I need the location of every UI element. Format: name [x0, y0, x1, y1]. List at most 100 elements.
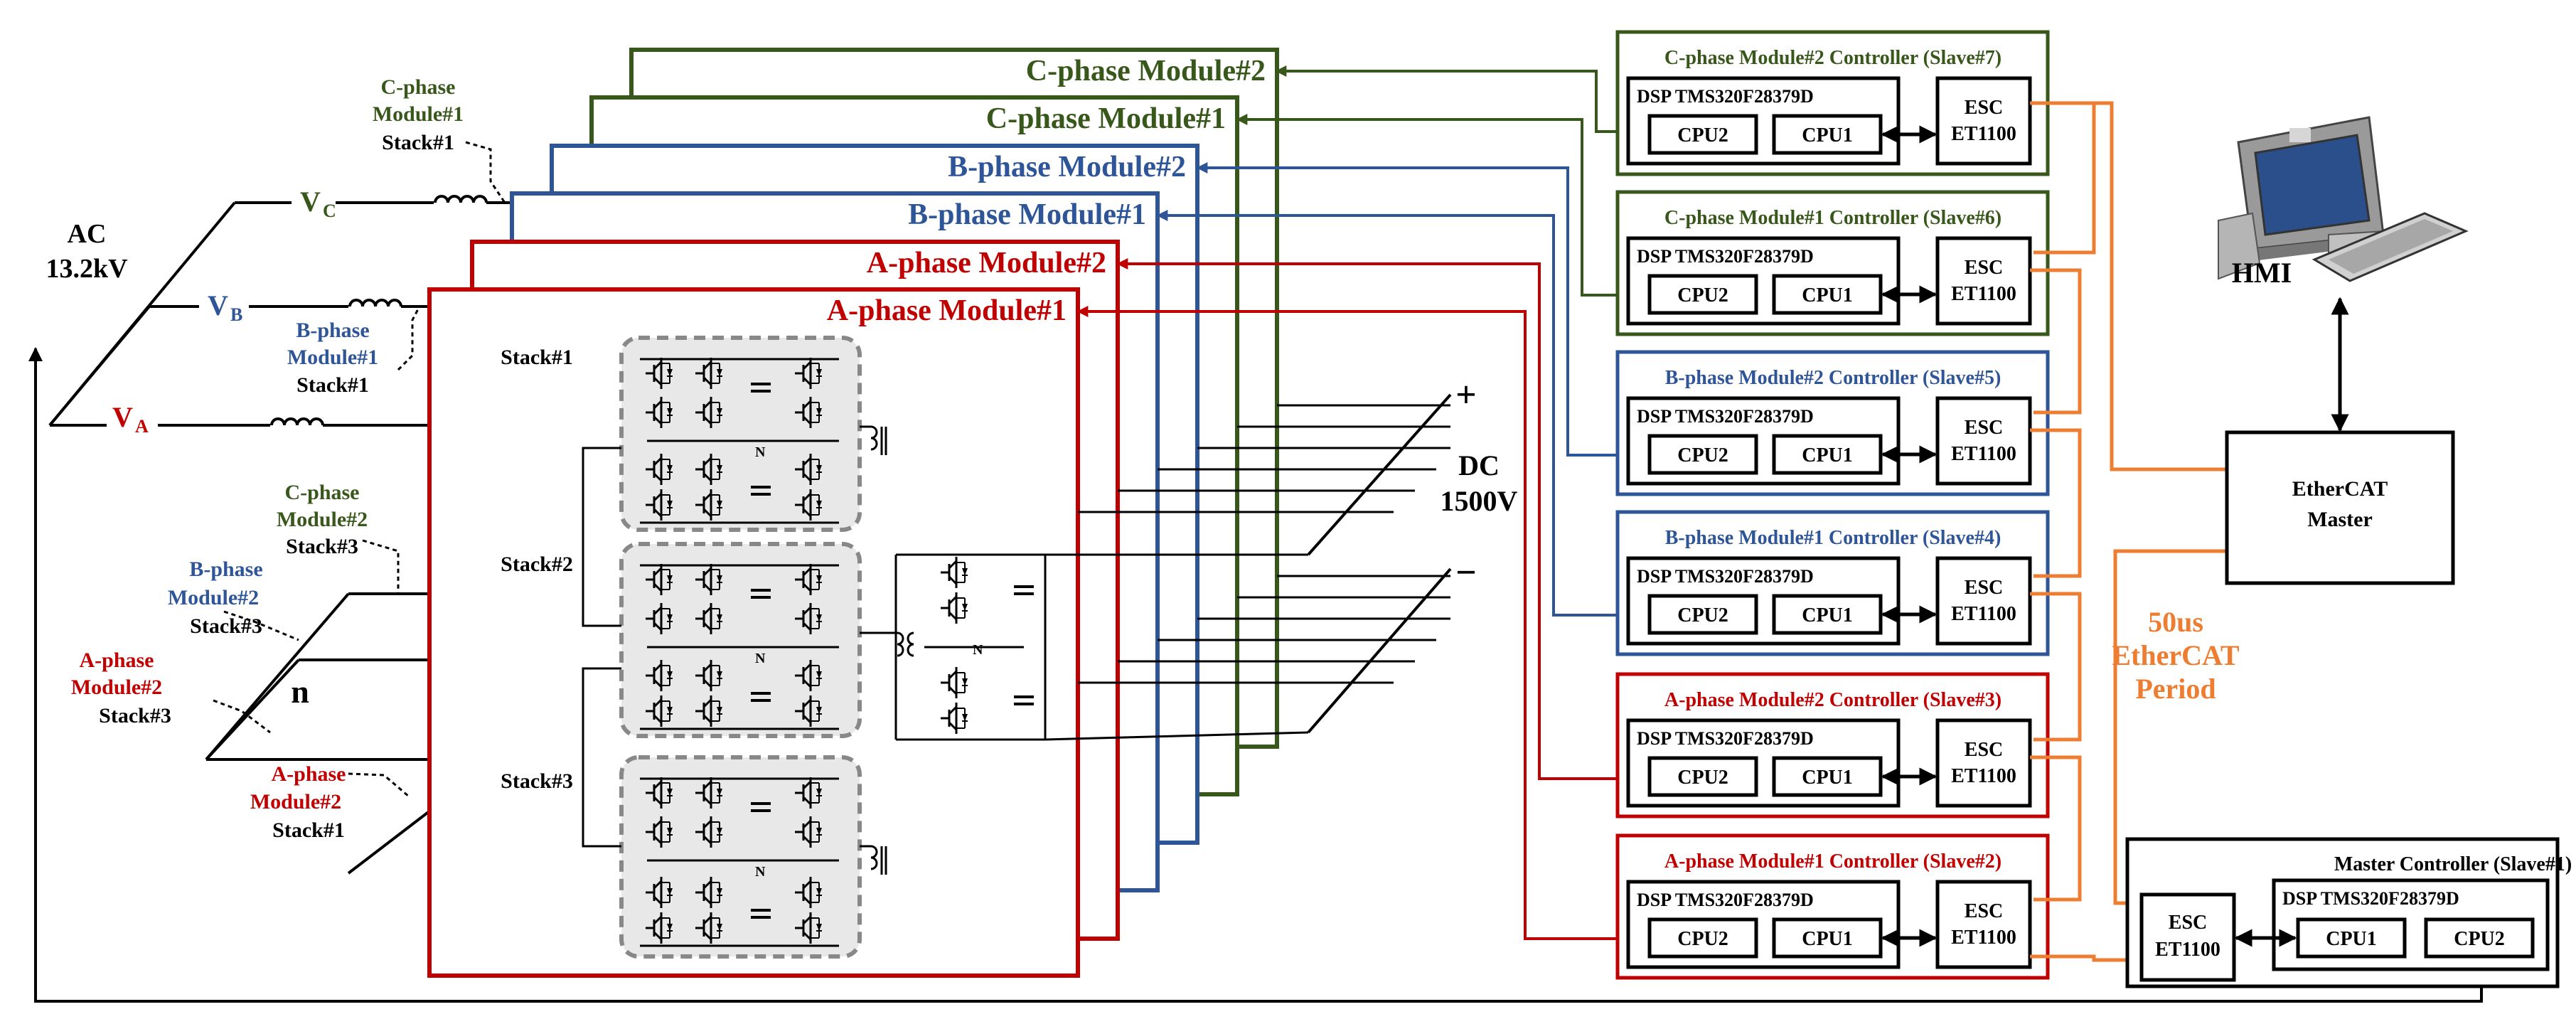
controller-slave5: B-phase Module#2 Controller (Slave#5) DS… — [1615, 350, 2050, 496]
controller-slave3: A-phase Module#2 Controller (Slave#3) DS… — [1615, 672, 2050, 818]
svg-text:Module#2: Module#2 — [277, 508, 368, 531]
svg-text:Master: Master — [2307, 508, 2373, 531]
stack-label-2: Stack#2 — [501, 553, 573, 576]
svg-text:ESC: ESC — [1965, 577, 2003, 599]
svg-text:ESC: ESC — [1965, 900, 2003, 922]
svg-text:A-phase: A-phase — [271, 762, 346, 786]
svg-text:B-phase Module#2 Controller (S: B-phase Module#2 Controller (Slave#5) — [1665, 367, 2002, 389]
label-b-module1-stack1: B-phase Module#1 Stack#1 — [287, 319, 378, 397]
module-label-c1: C-phase Module#1 — [986, 102, 1226, 135]
svg-text:CPU1: CPU1 — [2326, 928, 2377, 950]
svg-text:ET1100: ET1100 — [1951, 927, 2016, 949]
svg-text:N: N — [755, 864, 766, 880]
svg-text:CPU1: CPU1 — [1802, 124, 1853, 146]
hmi-label: HMI — [2232, 257, 2292, 289]
stack-label-1: Stack#1 — [501, 346, 573, 369]
svg-text:CPU2: CPU2 — [1677, 767, 1728, 789]
svg-text:Master Controller (Slave#1): Master Controller (Slave#1) — [2334, 853, 2572, 875]
stack-box-2 — [619, 542, 862, 738]
controller-slave2: A-phase Module#1 Controller (Slave#2) DS… — [1615, 833, 2050, 980]
svg-text:Module#1: Module#1 — [373, 102, 464, 126]
svg-text:Module#1: Module#1 — [287, 346, 378, 369]
svg-text:A-phase: A-phase — [79, 649, 154, 672]
svg-text:EtherCAT: EtherCAT — [2292, 477, 2388, 501]
controller-slave6: C-phase Module#1 Controller (Slave#6) DS… — [1615, 190, 2050, 336]
svg-text:Stack#1: Stack#1 — [272, 818, 345, 842]
svg-text:Stack#1: Stack#1 — [382, 131, 454, 154]
svg-text:Stack#3: Stack#3 — [286, 535, 358, 558]
ethercat-ring — [2030, 101, 2233, 962]
label-b-module2-stack3: B-phase Module#2 Stack#3 — [168, 558, 263, 638]
svg-text:Stack#1: Stack#1 — [296, 373, 369, 397]
svg-text:B-phase: B-phase — [296, 319, 369, 342]
svg-text:Module#2: Module#2 — [250, 790, 341, 814]
ac-grid: AC 13.2kV V C V B V A — [28, 75, 2489, 1003]
svg-text:N: N — [755, 651, 766, 666]
svg-text:ET1100: ET1100 — [2155, 939, 2220, 961]
va-label: V A — [112, 401, 149, 437]
svg-text:B-phase: B-phase — [189, 558, 262, 581]
stack-2-switches: N — [640, 562, 839, 730]
svg-text:Module#2: Module#2 — [71, 676, 162, 699]
module-label-b1: B-phase Module#1 — [908, 198, 1146, 231]
svg-text:Stack#3: Stack#3 — [99, 704, 171, 727]
stack-label-3: Stack#3 — [501, 769, 573, 793]
svg-text:CPU2: CPU2 — [1677, 928, 1728, 950]
label-c-module2-stack3: C-phase Module#2 Stack#3 — [277, 481, 368, 558]
svg-text:C-phase: C-phase — [284, 481, 359, 504]
svg-text:B: B — [230, 304, 242, 325]
module-label-b2: B-phase Module#2 — [948, 151, 1186, 183]
svg-text:C: C — [323, 201, 336, 221]
label-c-module1-stack1: C-phase Module#1 Stack#1 — [373, 75, 464, 154]
svg-text:DSP TMS320F28379D: DSP TMS320F28379D — [2282, 888, 2459, 909]
svg-text:CPU1: CPU1 — [1802, 928, 1853, 950]
svg-text:DSP TMS320F28379D: DSP TMS320F28379D — [1637, 406, 1814, 427]
dc-minus: − — [1455, 553, 1477, 593]
label-a-module2-stack3: A-phase Module#2 Stack#3 — [71, 649, 171, 727]
controller-slave4: B-phase Module#1 Controller (Slave#4) DS… — [1615, 510, 2050, 656]
controller-slave7: C-phase Module#2 Controller (Slave#7) DS… — [1615, 30, 2050, 176]
label-a-module2-stack1: A-phase Module#2 Stack#1 — [250, 762, 346, 842]
svg-text:DSP TMS320F28379D: DSP TMS320F28379D — [1637, 246, 1814, 267]
stack-box-1 — [619, 336, 862, 532]
svg-text:Module#2: Module#2 — [168, 586, 259, 609]
svg-text:ESC: ESC — [1965, 417, 2003, 439]
svg-text:A-phase Module#1 Controller (S: A-phase Module#1 Controller (Slave#2) — [1664, 850, 2002, 873]
svg-text:CPU1: CPU1 — [1802, 444, 1853, 466]
svg-text:ET1100: ET1100 — [1951, 283, 2016, 305]
computer-icon — [2218, 116, 2469, 282]
inductor-icon — [348, 299, 402, 308]
svg-text:CPU2: CPU2 — [2454, 928, 2505, 950]
transformer-icon — [860, 845, 887, 875]
svg-text:CPU2: CPU2 — [1677, 444, 1728, 466]
svg-text:C-phase Module#1 Controller (S: C-phase Module#1 Controller (Slave#6) — [1664, 207, 2002, 229]
svg-text:Period: Period — [2135, 673, 2216, 705]
svg-text:DSP TMS320F28379D: DSP TMS320F28379D — [1637, 86, 1814, 107]
svg-text:ESC: ESC — [2169, 912, 2207, 934]
stack-1-switches: N — [640, 356, 839, 524]
dc-side-converter: N — [894, 553, 1047, 741]
svg-text:CPU2: CPU2 — [1677, 284, 1728, 306]
dc-voltage: 1500V — [1441, 485, 1518, 517]
svg-text:B-phase Module#1 Controller (S: B-phase Module#1 Controller (Slave#4) — [1665, 527, 2002, 549]
module-label-a2: A-phase Module#2 — [867, 247, 1106, 279]
vb-label: V B — [208, 289, 242, 325]
svg-text:Stack#3: Stack#3 — [190, 614, 262, 638]
svg-text:ET1100: ET1100 — [1951, 123, 2016, 145]
svg-text:ESC: ESC — [1965, 739, 2003, 761]
svg-text:CPU1: CPU1 — [1802, 284, 1853, 306]
svg-text:CPU1: CPU1 — [1802, 604, 1853, 626]
svg-text:C-phase: C-phase — [380, 75, 455, 99]
svg-text:DSP TMS320F28379D: DSP TMS320F28379D — [1637, 566, 1814, 587]
inductor-icon — [270, 417, 324, 427]
module-label-a1: A-phase Module#1 — [827, 294, 1067, 327]
svg-text:50us: 50us — [2148, 606, 2203, 638]
slave-controllers: C-phase Module#2 Controller (Slave#7) DS… — [1615, 30, 2050, 980]
svg-text:V: V — [112, 401, 133, 433]
svg-text:V: V — [208, 289, 228, 321]
ethercat-master: EtherCAT Master — [2225, 430, 2455, 585]
ac-voltage: 13.2kV — [46, 254, 128, 284]
svg-text:CPU2: CPU2 — [1677, 124, 1728, 146]
svg-text:CPU1: CPU1 — [1802, 767, 1853, 789]
